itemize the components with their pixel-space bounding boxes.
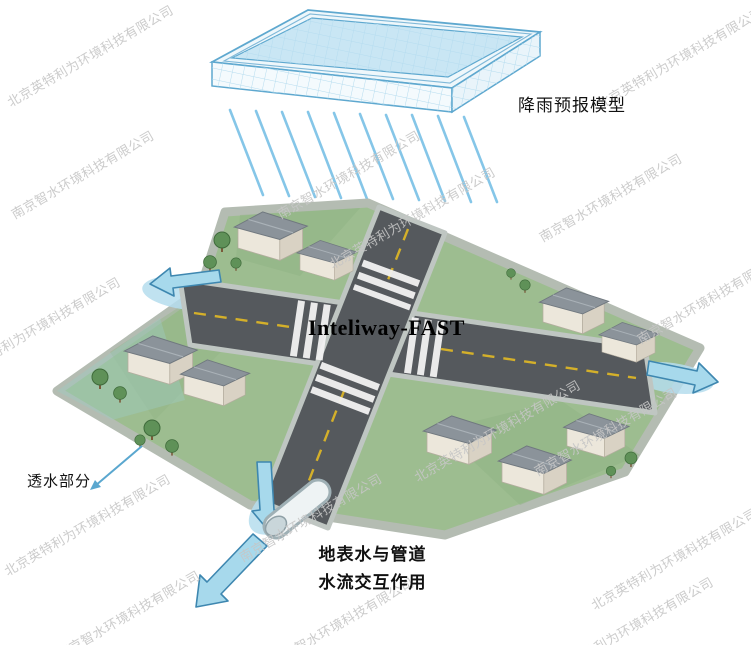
interaction-label-line1: 地表水与管道 <box>318 545 427 564</box>
outflow-arrow-right-icon <box>646 360 719 394</box>
crosswalks <box>289 259 447 419</box>
rainfall-model-label: 降雨预报模型 <box>518 96 626 115</box>
permeable-pointer-arrow-icon <box>90 445 143 490</box>
city-scene <box>52 198 719 608</box>
surface-pipe-interaction-label: 地表水与管道 水流交互作用 <box>300 541 445 597</box>
outflow-arrow-bottom-icon <box>195 533 268 608</box>
pipe-outlet-icon <box>262 478 332 540</box>
permeable-part-label: 透水部分 <box>27 473 92 490</box>
water-tank-icon <box>209 9 543 114</box>
rain-lines-icon <box>228 108 499 204</box>
interaction-label-line2: 水流交互作用 <box>318 573 427 592</box>
brand-title: Inteliway-FAST <box>308 315 465 340</box>
roads <box>177 204 658 531</box>
outflow-arrow-left-icon <box>149 267 222 297</box>
